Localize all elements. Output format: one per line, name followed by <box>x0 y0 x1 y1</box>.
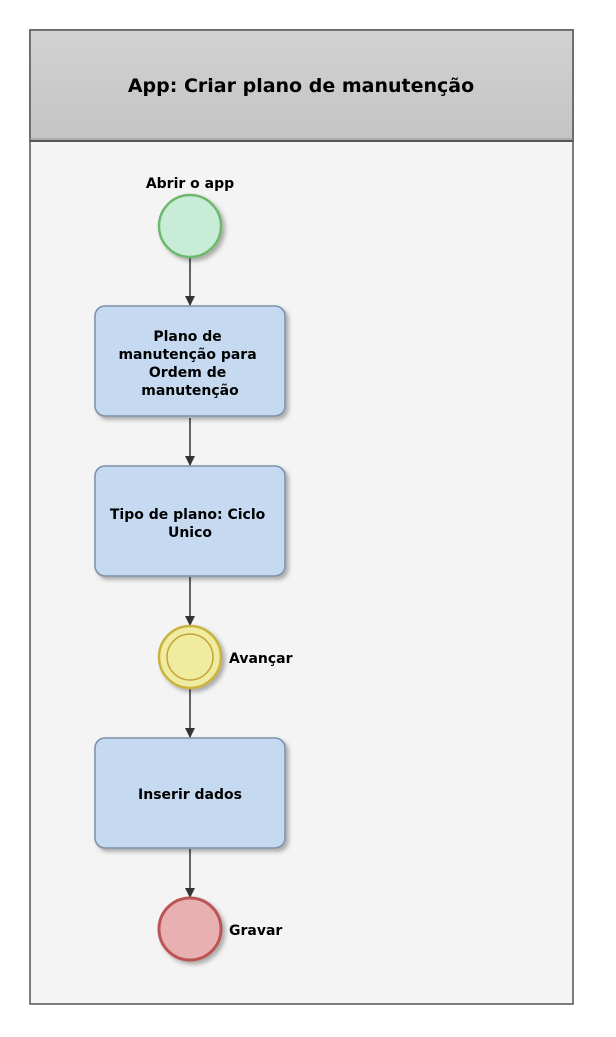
task-inserir-dados[interactable]: Inserir dados <box>94 737 286 849</box>
task-label-line: manutenção <box>141 383 239 399</box>
start-event-label: Abrir o app <box>146 176 234 192</box>
end-event-circle <box>157 896 223 962</box>
task-tipo-de-plano[interactable]: Tipo de plano: Ciclo Unico <box>94 465 286 577</box>
task-box <box>94 737 286 849</box>
task-label-line: Ordem de <box>149 365 226 381</box>
task-label-line: Plano de <box>153 329 221 345</box>
task-label-line: manutenção para <box>118 347 256 363</box>
end-event[interactable]: Gravar <box>157 896 282 962</box>
start-event[interactable]: Abrir o app <box>146 176 234 259</box>
task-label: Inserir dados <box>138 787 242 803</box>
start-event-circle <box>157 193 223 259</box>
intermediate-event-inner-circle <box>166 633 214 681</box>
task-box <box>94 465 286 577</box>
task-label-line: Inserir dados <box>138 787 242 803</box>
task-plano-de-manutencao[interactable]: Plano de manutenção para Ordem de manute… <box>94 305 286 417</box>
task-label-line: Unico <box>168 525 212 541</box>
task-label: Plano de manutenção para Ordem de manute… <box>118 329 261 399</box>
task-box <box>94 305 286 417</box>
task-label: Tipo de plano: Ciclo Unico <box>110 507 270 541</box>
pool-header: App: Criar plano de manutenção <box>29 29 574 142</box>
intermediate-event[interactable]: Avançar <box>157 624 293 690</box>
intermediate-event-label: Avançar <box>229 651 293 667</box>
end-event-label: Gravar <box>229 923 282 939</box>
task-label-line: Tipo de plano: Ciclo <box>110 507 266 523</box>
pool-title: App: Criar plano de manutenção <box>128 75 474 97</box>
